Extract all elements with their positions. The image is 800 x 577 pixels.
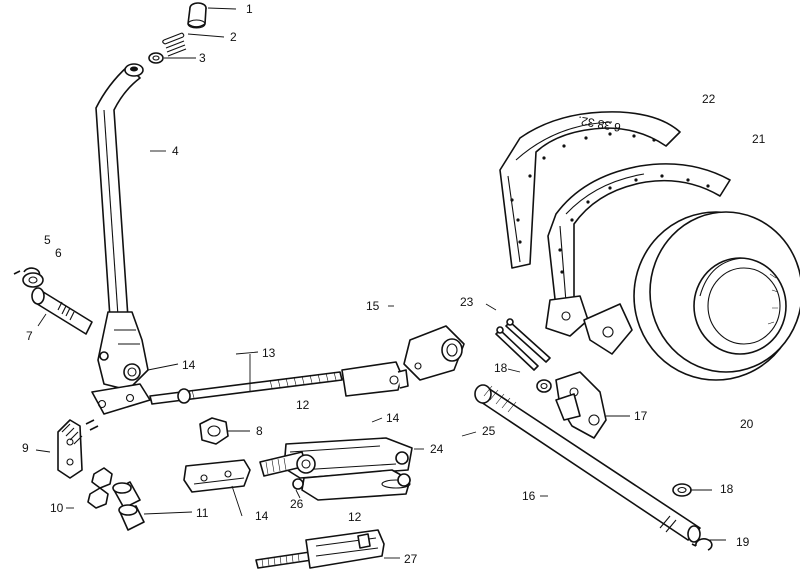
part-15-clevis [403, 325, 465, 381]
callout-8: 8 [256, 424, 263, 438]
callout-15: 15 [366, 299, 380, 313]
part-2-spring [162, 32, 187, 57]
lever-clevis [91, 383, 151, 415]
callout-9: 9 [22, 441, 29, 455]
callout-16: 16 [522, 489, 536, 503]
callout-5: 5 [44, 233, 51, 247]
inner-band-rivets [558, 174, 710, 274]
part-16-shaft [474, 384, 701, 543]
part-4-lever-rod [95, 63, 149, 391]
callout-19: 19 [736, 535, 750, 549]
part-14-link-plate [341, 361, 409, 397]
callout-labels: 1 2 3 4 5 6 7 8 9 10 11 12 12 13 14 14 1… [22, 2, 766, 566]
part-6-washer [22, 272, 44, 288]
part-12-bracket [183, 459, 251, 493]
shaft-assembly [474, 318, 713, 551]
part-18-washer-lower [672, 483, 692, 497]
part-26-clevis-pin [259, 451, 316, 490]
part-9-ratchet-pawl [57, 419, 99, 479]
callout-25: 25 [482, 424, 496, 438]
part-7-pin [31, 287, 93, 335]
callout-18a: 18 [494, 361, 508, 375]
callout-13: 13 [262, 346, 276, 360]
callout-27: 27 [404, 552, 418, 566]
callout-2: 2 [230, 30, 237, 44]
callout-14a: 14 [182, 358, 196, 372]
part-21-brake-band-inner [545, 163, 731, 355]
callout-20: 20 [740, 417, 754, 431]
part-3-washer [148, 52, 164, 64]
callout-12b: 12 [348, 510, 362, 524]
part-10-nut-pair [87, 467, 113, 509]
leader-lines [35, 7, 726, 559]
part-8-nut [199, 417, 229, 445]
callout-24: 24 [430, 442, 444, 456]
part-23-pins [495, 318, 551, 371]
part-24-link-plates [283, 437, 413, 501]
callout-14b: 14 [386, 411, 400, 425]
part-13-threaded-rod [149, 371, 343, 405]
part-22-brake-band: 6 38 32. [499, 111, 681, 269]
callout-26: 26 [290, 497, 304, 511]
part-19-circlip [691, 538, 713, 551]
callout-17: 17 [634, 409, 648, 423]
callout-22: 22 [702, 92, 716, 106]
callout-3: 3 [199, 51, 206, 65]
callout-23: 23 [460, 295, 474, 309]
callout-10: 10 [50, 501, 64, 515]
part-20-brake-drum [633, 211, 800, 381]
callout-6: 6 [55, 246, 62, 260]
part-1-knob [187, 2, 207, 29]
callout-11: 11 [196, 506, 209, 520]
linkage-assembly [87, 325, 465, 569]
part-17-flange-bracket [555, 371, 607, 439]
lever-assembly [13, 2, 207, 479]
callout-21: 21 [752, 132, 766, 146]
brake-assembly: 6 38 32. [499, 111, 800, 381]
callout-1: 1 [246, 2, 253, 16]
callout-4: 4 [172, 144, 179, 158]
callout-18b: 18 [720, 482, 734, 496]
band-rivet-holes [510, 132, 656, 244]
part-11-bushings [112, 481, 145, 531]
callout-12a: 12 [296, 398, 310, 412]
callout-14c: 14 [255, 509, 269, 523]
part-18-circlip-upper [536, 379, 552, 393]
callout-7: 7 [26, 329, 33, 343]
part-27-adjuster [255, 529, 385, 569]
